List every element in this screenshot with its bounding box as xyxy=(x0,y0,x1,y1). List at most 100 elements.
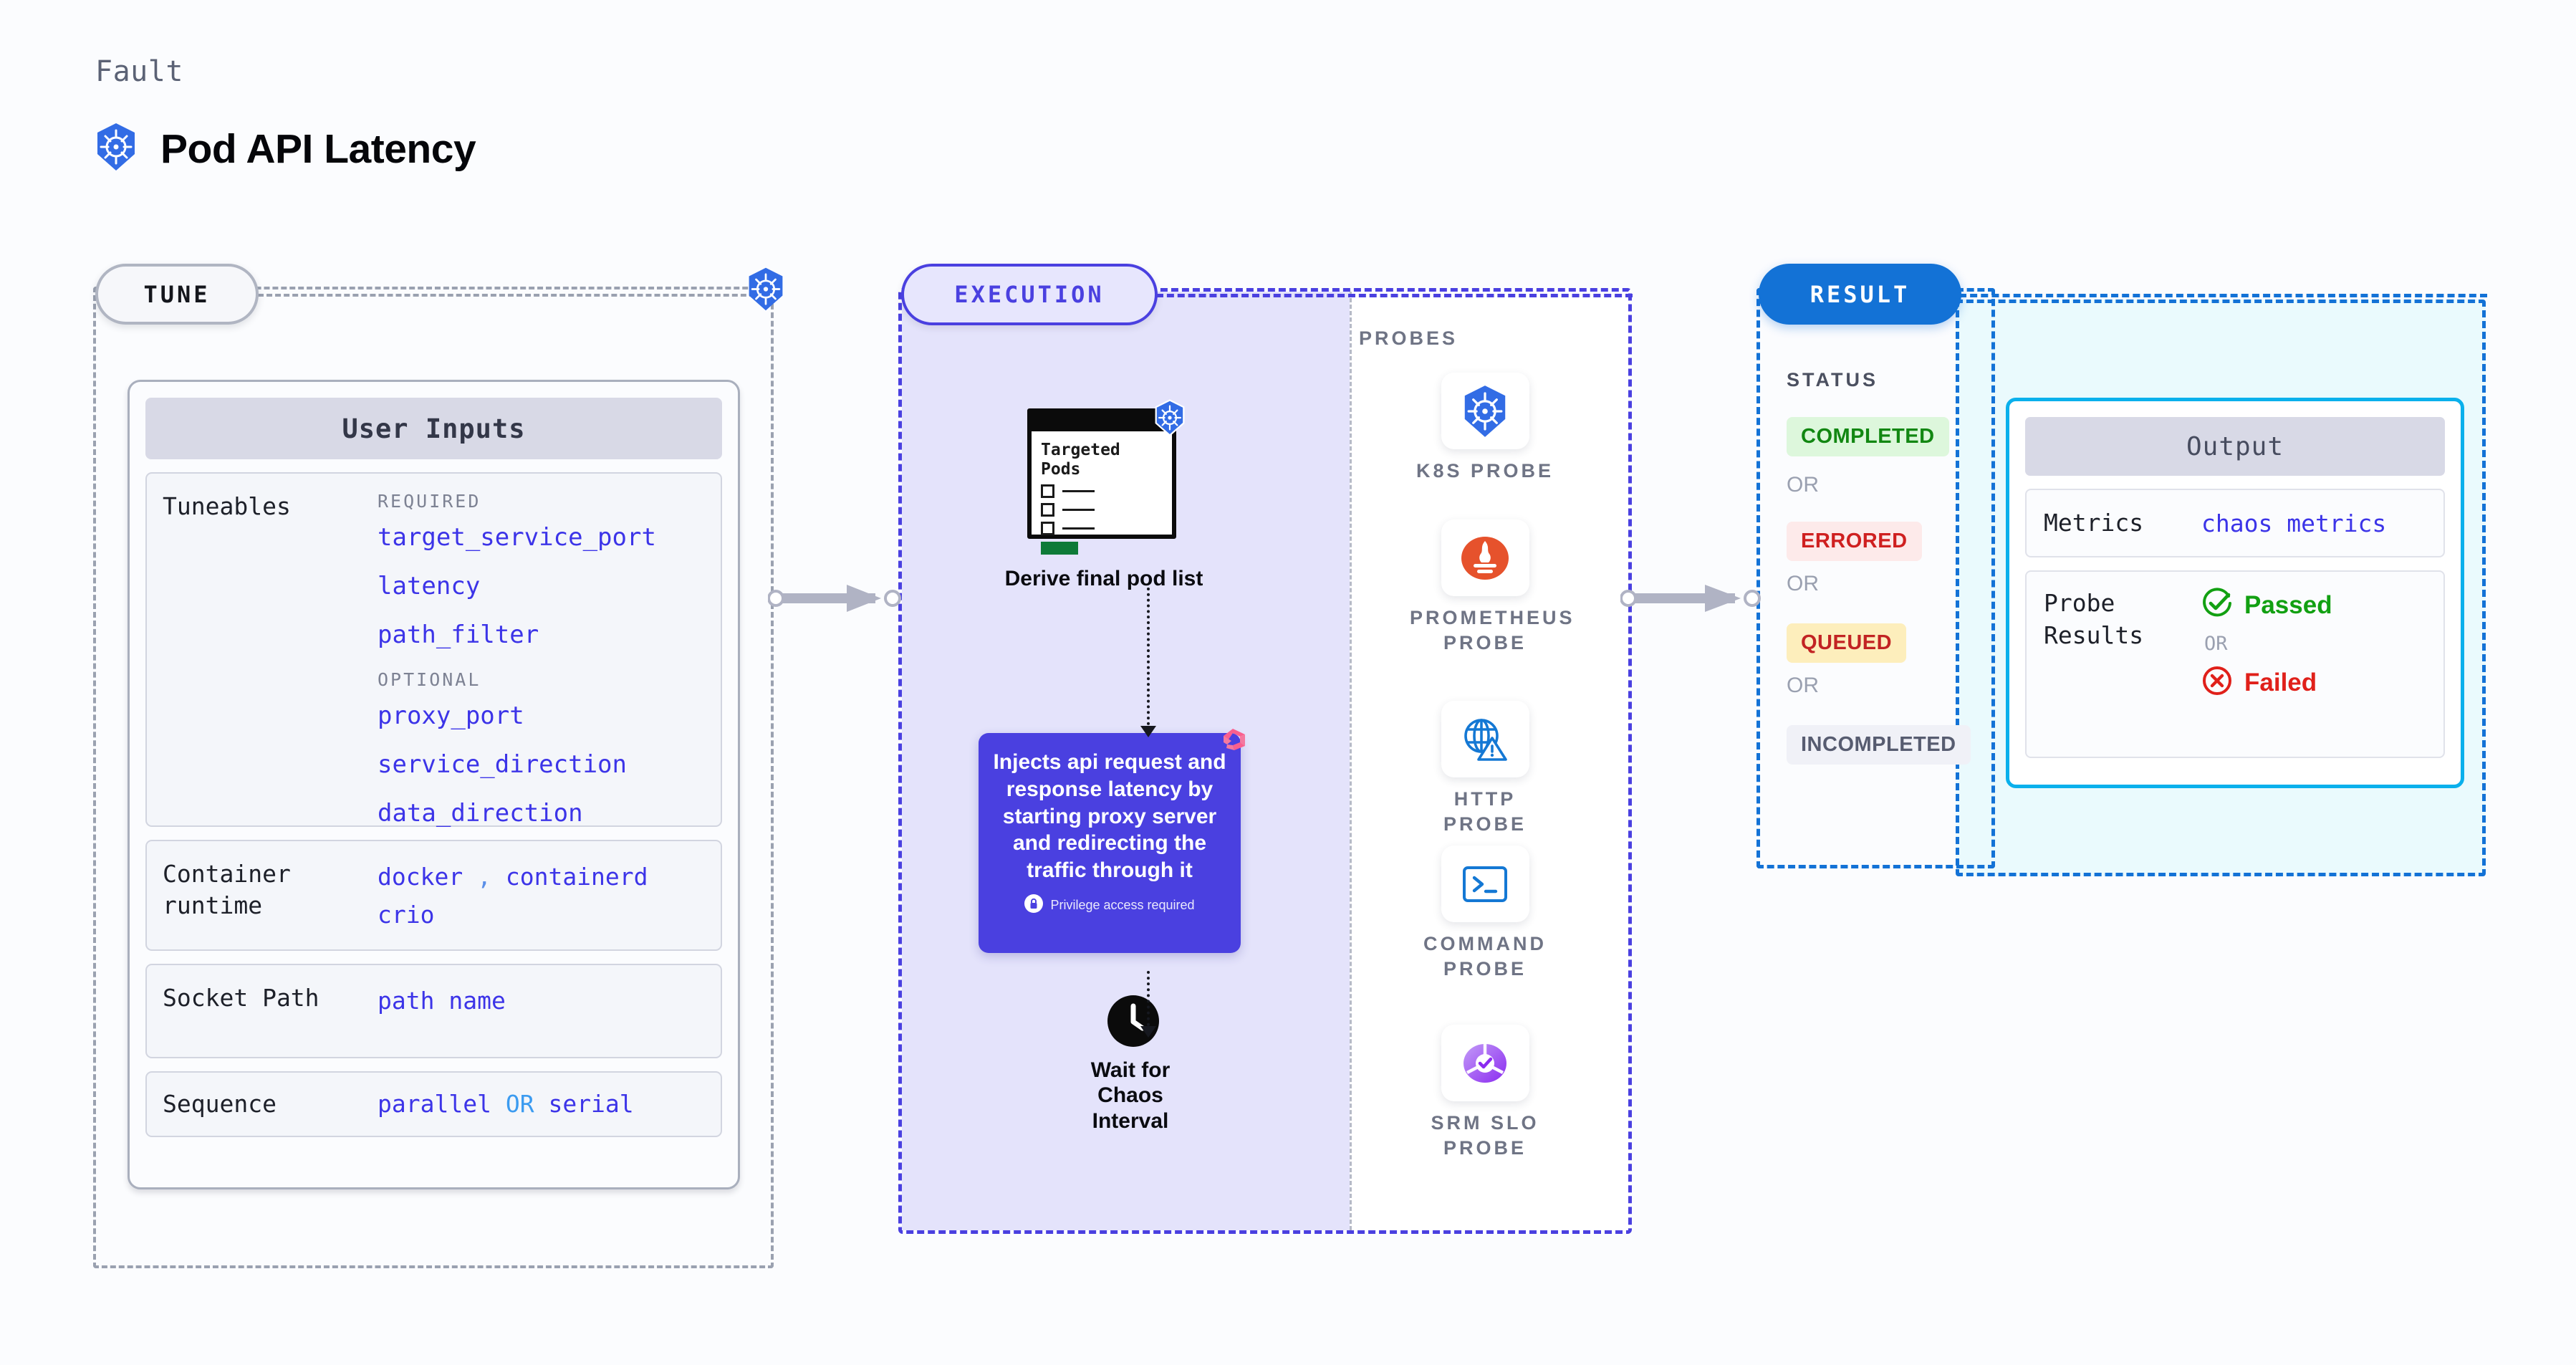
runtime-docker[interactable]: docker xyxy=(378,863,463,891)
probe-result-failed: Failed xyxy=(2201,665,2332,700)
probe-results-values: Passed OR Failed xyxy=(2201,588,2332,741)
stage-pill-tune[interactable]: TUNE xyxy=(95,264,259,325)
chaos-icon xyxy=(1219,727,1247,759)
tuneable-item[interactable]: path_filter xyxy=(378,621,539,649)
placeholder-line xyxy=(1062,527,1095,530)
targeted-pods-body: Targeted Pods xyxy=(1032,431,1172,555)
status-badge: INCOMPLETED xyxy=(1787,725,1971,765)
srm-slo-icon xyxy=(1441,1025,1529,1101)
socket-path-value[interactable]: path name xyxy=(378,987,506,1015)
or-separator: OR xyxy=(1787,473,1819,497)
execution-connector-line xyxy=(1156,294,1633,297)
page-title: Pod API Latency xyxy=(160,125,476,172)
probe-results-label: Probe Results xyxy=(2044,589,2144,649)
tune-connector-line xyxy=(258,294,781,297)
user-inputs-card: User Inputs Tuneables REQUIRED target_se… xyxy=(128,380,740,1189)
step-label-derive-pod-list: Derive final pod list xyxy=(1004,567,1203,590)
sequence-values: parallel OR serial xyxy=(378,1086,705,1124)
metrics-label: Metrics xyxy=(2044,508,2144,537)
status-badge: QUEUED xyxy=(1787,623,1907,663)
stage-pill-result[interactable]: RESULT xyxy=(1759,264,1961,325)
probe-k8s[interactable]: K8S PROBE xyxy=(1410,373,1560,484)
required-category-label: REQUIRED xyxy=(378,491,481,512)
tuneable-item[interactable]: service_direction xyxy=(378,750,627,779)
probe-prometheus[interactable]: PROMETHEUS PROBE xyxy=(1410,519,1575,655)
container-runtime-section: Container runtime docker , containerd cr… xyxy=(145,840,722,951)
tuneable-item[interactable]: proxy_port xyxy=(378,701,524,730)
page-title-row: Pod API Latency xyxy=(93,122,476,176)
tuneable-item[interactable]: data_direction xyxy=(378,799,583,828)
or-separator: OR xyxy=(2204,633,2228,655)
stage-pill-execution[interactable]: EXECUTION xyxy=(901,264,1158,325)
pods-list-item xyxy=(1041,503,1163,517)
runtime-crio[interactable]: crio xyxy=(378,900,435,929)
output-card: Output Metrics chaos metrics Probe Resul… xyxy=(2006,398,2464,788)
sequence-or: OR xyxy=(505,1089,534,1118)
checkbox-icon xyxy=(1041,522,1054,536)
kubernetes-icon xyxy=(745,267,787,315)
runtime-containerd[interactable]: containerd xyxy=(505,863,648,891)
tuneable-item[interactable]: latency xyxy=(378,572,481,600)
pods-list-item xyxy=(1041,522,1163,536)
optional-category-label: OPTIONAL xyxy=(378,669,481,690)
probe-label: HTTP PROBE xyxy=(1443,788,1527,835)
probe-label: PROMETHEUS PROBE xyxy=(1410,607,1575,653)
sequence-serial[interactable]: serial xyxy=(548,1089,634,1118)
kubernetes-icon xyxy=(1153,399,1187,440)
tuneable-item[interactable]: target_service_port xyxy=(378,523,656,552)
pods-list-item xyxy=(1041,484,1163,499)
flow-arrowhead xyxy=(1140,726,1156,737)
step-label-wait-chaos-interval: Wait for Chaos Interval xyxy=(1090,1058,1171,1133)
user-inputs-title: User Inputs xyxy=(145,398,722,459)
probe-srm-slo[interactable]: SRM SLO PROBE xyxy=(1410,1025,1560,1160)
targeted-pods-titlebar xyxy=(1032,413,1172,431)
inject-action-text: Injects api request and response latency… xyxy=(993,750,1226,883)
flow-arrowhead xyxy=(1140,1026,1156,1038)
container-runtime-label: Container runtime xyxy=(163,860,291,919)
metrics-value[interactable]: chaos metrics xyxy=(2201,509,2387,537)
connector-tune-to-execution xyxy=(767,582,904,618)
page-eyebrow: Fault xyxy=(95,55,183,88)
socket-path-section: Socket Path path name xyxy=(145,964,722,1058)
checkbox-icon xyxy=(1041,484,1054,499)
lock-icon xyxy=(1024,894,1044,916)
x-circle-icon xyxy=(2201,665,2233,700)
privilege-note-text: Privilege access required xyxy=(1050,897,1195,912)
privilege-note: Privilege access required xyxy=(990,894,1229,916)
tune-panel xyxy=(93,287,774,1268)
tuneables-section: Tuneables REQUIRED target_service_port l… xyxy=(145,472,722,828)
metrics-section: Metrics chaos metrics xyxy=(2025,489,2445,557)
socket-path-label: Socket Path xyxy=(163,984,319,1012)
status-section-title: STATUS xyxy=(1787,369,1878,391)
status-badge: ERRORED xyxy=(1787,522,1922,561)
probe-label: K8S PROBE xyxy=(1416,460,1554,482)
sequence-parallel[interactable]: parallel xyxy=(378,1089,491,1118)
kubernetes-icon xyxy=(1441,373,1529,449)
sequence-label: Sequence xyxy=(163,1090,277,1119)
placeholder-line xyxy=(1062,490,1095,493)
socket-path-values: path name xyxy=(378,982,705,1040)
check-circle-icon xyxy=(2201,588,2233,623)
placeholder-line xyxy=(1062,509,1095,512)
runtime-separator: , xyxy=(477,863,491,891)
kubernetes-icon xyxy=(93,122,139,176)
flow-line xyxy=(1147,588,1150,731)
or-separator: OR xyxy=(1787,674,1819,697)
clock-icon xyxy=(1107,995,1160,1048)
probe-label: COMMAND PROBE xyxy=(1423,933,1547,980)
failed-label: Failed xyxy=(2244,668,2317,696)
probe-http[interactable]: HTTP PROBE xyxy=(1410,701,1560,836)
result-connector-line xyxy=(1959,294,2487,297)
prometheus-icon xyxy=(1441,519,1529,596)
tuneables-values: REQUIRED target_service_port latency pat… xyxy=(378,491,705,828)
status-badge: COMPLETED xyxy=(1787,417,1949,456)
sequence-section: Sequence parallel OR serial xyxy=(145,1071,722,1137)
probes-section-title: PROBES xyxy=(1359,327,1458,349)
probe-results-section: Probe Results Passed OR xyxy=(2025,570,2445,758)
inject-action-card: Injects api request and response latency… xyxy=(979,729,1245,953)
terminal-icon xyxy=(1441,846,1529,922)
connector-execution-to-result xyxy=(1620,582,1764,618)
probe-command[interactable]: COMMAND PROBE xyxy=(1410,846,1560,981)
globe-warning-icon xyxy=(1441,701,1529,777)
